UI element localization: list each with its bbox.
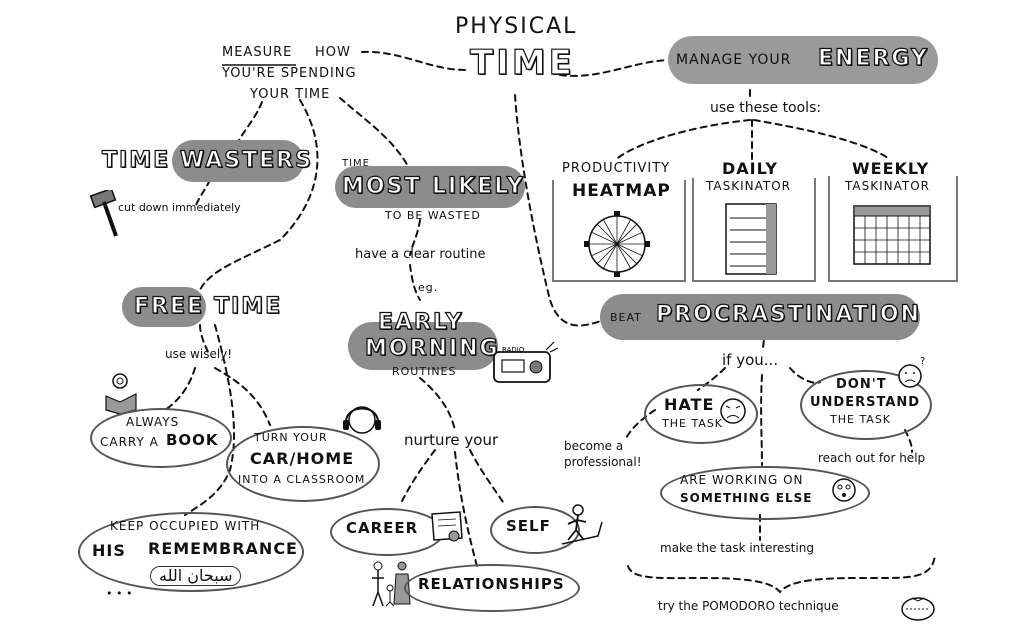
- most-likely-post: TO BE WASTED: [385, 209, 481, 222]
- self-oval: [490, 506, 580, 554]
- weekly-l1: WEEKLY: [852, 159, 930, 178]
- book-l1: ALWAYS: [126, 415, 180, 429]
- early-word: EARLY: [377, 309, 464, 335]
- keep-oval: [78, 512, 304, 592]
- hate-oval: [644, 384, 758, 444]
- title-line2: TIME: [469, 43, 575, 83]
- time-wasters-word1: TIME: [101, 147, 171, 173]
- procrastination-highlight: [600, 294, 920, 340]
- free-time-word2: TIME: [213, 293, 283, 319]
- eg-note: eg.: [418, 281, 439, 294]
- radio-icon: RADIO: [493, 341, 559, 383]
- nurture-label: nurture your: [404, 431, 499, 449]
- keep-l1: KEEP OCCUPIED WITH: [110, 519, 261, 533]
- title-line1: PHYSICAL: [455, 14, 578, 39]
- dont-l3: THE TASK: [830, 413, 892, 426]
- early-morning-highlight: [348, 322, 498, 370]
- daily-frame: [692, 178, 816, 282]
- dizzy-face-icon: [832, 478, 856, 502]
- routine-note: have a clear routine: [355, 247, 486, 262]
- car-l1: TURN YOUR: [254, 431, 328, 444]
- morning-word: MORNING: [364, 335, 500, 361]
- reach-out-note: reach out for help: [818, 451, 926, 465]
- keep-l2b: REMEMBRANCE: [148, 539, 298, 558]
- self-label: SELF: [506, 517, 551, 535]
- family-icon: [372, 561, 411, 607]
- book-l2a: CARRY A: [100, 435, 159, 449]
- dont-l1: DON'T: [836, 377, 887, 392]
- career-label: CAREER: [346, 519, 419, 537]
- radio-label: RADIO: [502, 346, 525, 354]
- car-l2: CAR/HOME: [250, 449, 355, 468]
- become-line2: professional!: [564, 455, 642, 469]
- most-likely-pre: TIME: [342, 158, 371, 169]
- time-wasters-highlight: [172, 140, 304, 182]
- become-line1: become a: [564, 439, 624, 453]
- most-likely-highlight: [335, 166, 525, 208]
- weekly-frame: [828, 176, 958, 282]
- relationships-oval: [404, 564, 580, 612]
- confused-face-icon: ?: [898, 356, 925, 388]
- car-l3: INTO A CLASSROOM: [238, 473, 366, 486]
- pomodoro-note: try the POMODORO technique: [658, 599, 839, 613]
- measure-line1a: MEASURE: [222, 45, 293, 60]
- hammer-icon: [89, 190, 118, 237]
- certificate-icon: [431, 511, 463, 542]
- dont-oval: [800, 370, 932, 440]
- make-interesting-note: make the task interesting: [660, 541, 814, 555]
- energy-word: ENERGY: [817, 45, 929, 71]
- headphones-person-icon: [343, 406, 381, 434]
- sad-face-icon: [720, 398, 746, 424]
- routines-label: ROUTINES: [392, 365, 457, 378]
- heatmap-l2: HEATMAP: [572, 181, 671, 201]
- measure-line3: YOUR TIME: [250, 87, 331, 102]
- arabic-calligraphy: سبحان الله: [150, 566, 242, 587]
- treadmill-person-icon: [561, 504, 603, 545]
- book-l2b: BOOK: [166, 431, 219, 449]
- weekly-l2: TASKINATOR: [845, 179, 930, 193]
- energy-pre: MANAGE YOUR: [676, 52, 792, 68]
- working-oval: [660, 466, 870, 520]
- clock-wheel-icon: [584, 211, 650, 277]
- most-likely-word2: LIKELY: [431, 173, 525, 199]
- hate-l2: THE TASK: [662, 417, 724, 430]
- most-likely-word1: MOST: [341, 173, 422, 199]
- keep-dots: • • •: [106, 587, 133, 600]
- time-wasters-word2: WASTERS: [179, 147, 313, 173]
- free-time-highlight: [122, 287, 206, 327]
- tools-label: use these tools:: [710, 100, 822, 116]
- keep-l2a: HIS: [92, 541, 126, 560]
- working-l1: ARE WORKING ON: [680, 473, 804, 487]
- free-time-note: use wisely!: [165, 347, 233, 361]
- working-l2: SOMETHING ELSE: [680, 491, 813, 505]
- time-wasters-note: cut down immediately: [118, 201, 241, 214]
- heatmap-l1: PRODUCTIVITY: [562, 161, 671, 176]
- book-oval: [90, 408, 232, 468]
- svg-text:?: ?: [920, 356, 925, 367]
- measure-line2: YOU'RE SPENDING: [222, 66, 357, 81]
- daily-l1: DAILY: [722, 159, 778, 178]
- if-you-label: if you...: [722, 351, 779, 369]
- hate-l1: HATE: [664, 395, 715, 414]
- energy-highlight: [668, 36, 938, 84]
- measure-line1b: HOW: [315, 45, 351, 60]
- calendar-grid-icon: [853, 205, 931, 265]
- procrastination-word: PROCRASTINATION: [655, 301, 921, 327]
- list-icon: [725, 203, 777, 275]
- reading-person-icon: [105, 373, 137, 414]
- free-time-word1: FREE: [133, 293, 205, 319]
- relationships-label: RELATIONSHIPS: [418, 575, 565, 593]
- car-oval: [226, 426, 380, 502]
- daily-l2: TASKINATOR: [706, 179, 791, 193]
- dont-l2: UNDERSTAND: [810, 395, 921, 410]
- heatmap-frame: [552, 180, 686, 282]
- tomato-timer-icon: [901, 597, 935, 621]
- procrastination-pre: BEAT: [610, 311, 642, 324]
